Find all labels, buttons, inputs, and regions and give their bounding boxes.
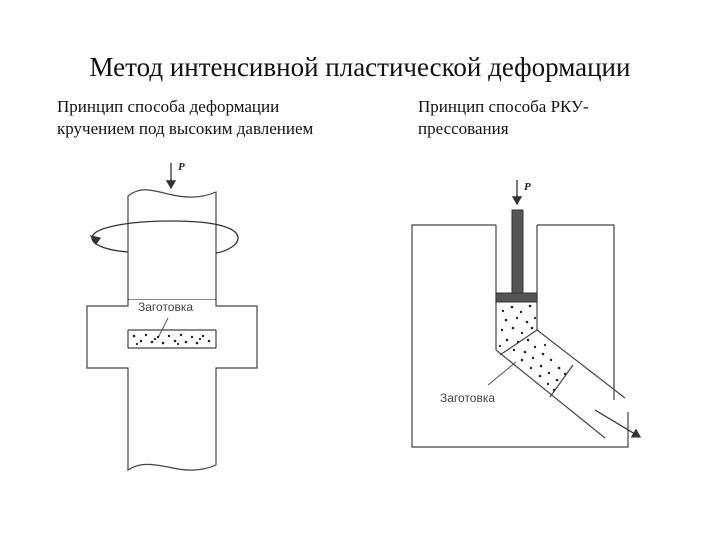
left-caption-line2: кручением под высоким давлением [57,119,314,138]
left-caption-line1: Принцип способа деформации [57,97,280,116]
hpt-workpiece [129,331,215,347]
ecap-punch [495,209,538,303]
hpt-diagram [86,163,258,472]
left-caption: Принцип способа деформации кручением под… [57,96,357,140]
right-caption: Принцип способа РКУ- прессования [418,96,678,140]
hpt-upper-anvil [127,189,217,301]
hpt-die-body [86,300,258,472]
ecap-diagram [411,180,642,448]
ecap-exit-arrow [594,409,642,438]
slide-title: Метод интенсивной пластической деформаци… [89,52,631,82]
ecap-dots [498,304,567,392]
ecap-force-label: P [524,181,531,193]
hpt-workpiece-label: Заготовка [138,300,193,314]
right-caption-line1: Принцип способа РКУ- [418,97,589,116]
ecap-workpiece-label: Заготовка [440,391,495,405]
ecap-die [411,224,629,448]
hpt-dots [132,333,211,346]
hpt-force-label: P [178,161,185,173]
rotation-arrow [91,220,239,254]
right-caption-line2: прессования [418,119,509,138]
